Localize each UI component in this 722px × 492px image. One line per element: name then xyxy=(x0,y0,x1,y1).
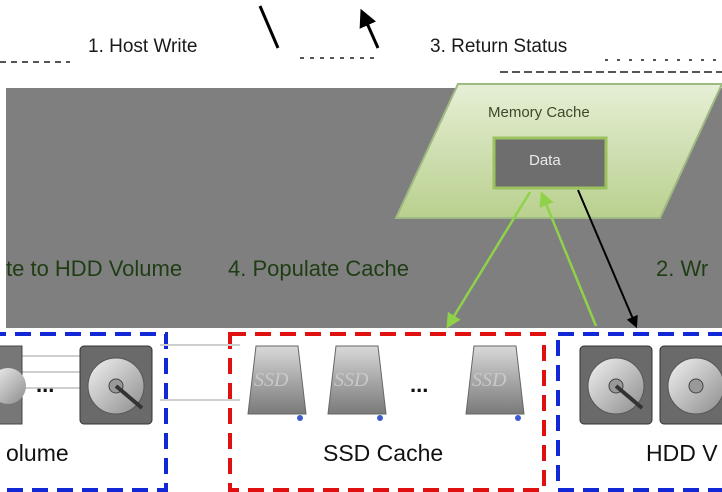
host-write-arrow xyxy=(258,5,280,49)
hard-disk-icon xyxy=(79,345,153,425)
ssd-icon: SSD xyxy=(247,345,307,421)
hdd-volume-left-box xyxy=(0,332,168,492)
hdd-volume-right-box xyxy=(556,332,722,492)
populate-arrow-up xyxy=(539,191,598,327)
write-hdd-arrow xyxy=(577,189,638,329)
ssd-icon: SSD xyxy=(327,345,387,421)
data-box xyxy=(492,136,608,190)
hdd-volume-left-label: olume xyxy=(6,440,69,466)
ssd-icon: SSD xyxy=(465,345,525,421)
hard-disk-icon xyxy=(659,345,722,425)
return-status-arrow xyxy=(359,8,380,49)
populate-cache-label: 4. Populate Cache xyxy=(228,256,410,281)
svg-text:SSD: SSD xyxy=(472,369,507,391)
memory-cache-label: Memory Cache xyxy=(488,104,590,121)
svg-text:SSD: SSD xyxy=(254,369,289,391)
data-label: Data xyxy=(529,152,561,169)
hdd-volume-right-label: HDD V xyxy=(646,440,718,466)
ssd-cache-label: SSD Cache xyxy=(323,440,444,466)
drive-row-artefacts xyxy=(20,344,240,401)
ssd-cache-box xyxy=(228,332,546,492)
host-write-label: 1. Host Write xyxy=(88,36,198,57)
write-to-hdd-label: te to HDD Volume xyxy=(6,256,183,281)
ellipsis-left: ... xyxy=(36,372,55,397)
ellipsis-ssd: ... xyxy=(410,372,429,397)
write-step-label: 2. Wr xyxy=(656,256,709,281)
top-artefacts xyxy=(0,57,722,73)
populate-arrow-down xyxy=(446,191,532,329)
svg-text:SSD: SSD xyxy=(334,369,369,391)
hard-disk-icon xyxy=(0,345,26,425)
hard-disk-icon xyxy=(579,345,653,425)
return-status-label: 3. Return Status xyxy=(430,36,568,57)
